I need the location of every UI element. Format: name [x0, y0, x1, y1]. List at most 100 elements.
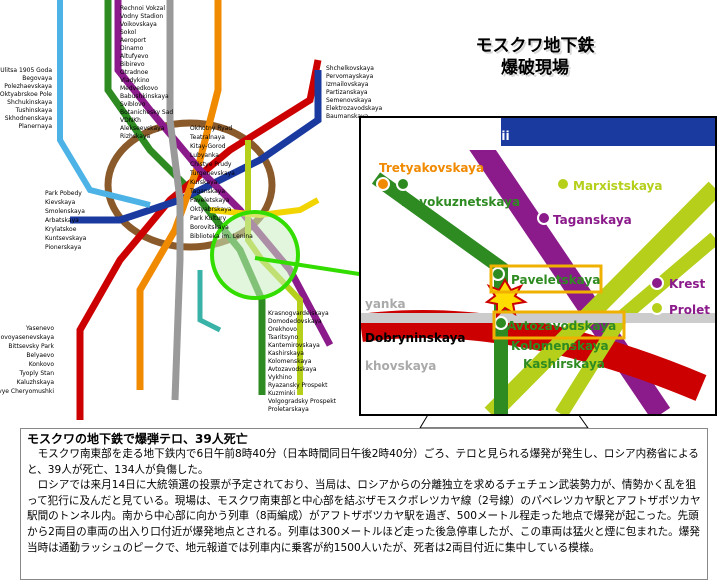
station-label: Oktyabrskoe Pole — [0, 91, 52, 98]
station-label: Voikovskaya — [120, 21, 157, 28]
station-label: Planernaya — [18, 123, 52, 130]
station-label: Kuzminki — [268, 390, 295, 397]
station-label: Novye Cheryomushki — [0, 388, 54, 395]
station-label: Elektrozavodskaya — [326, 105, 383, 112]
inset-zoom-map: Ploshchad Revolutsii Tretyakovskaya Novo… — [359, 116, 717, 416]
line-arbatsko-pokrovskaya — [70, 70, 322, 224]
station-label: Okhotny Ryad — [190, 125, 232, 132]
station-label: Teatralnaya — [189, 134, 225, 141]
station-label: Aeroport — [120, 37, 147, 44]
inset-white-band — [361, 118, 501, 150]
station-label: Kolomenskaya — [268, 358, 312, 365]
station-dot-paveletskaya — [491, 267, 505, 281]
title-line-1: モスクワ地下鉄 — [475, 36, 595, 56]
inset-lime-line — [484, 181, 715, 414]
station-label: Tsaritsyno — [267, 334, 298, 341]
line-serpukhovsko-timiryazevskaya — [166, 0, 184, 401]
inset-green-line — [371, 172, 508, 414]
station-dot-krest — [650, 276, 664, 290]
station-label: Proletarskaya — [268, 406, 309, 413]
title-line-2: 爆破現場 — [501, 58, 569, 78]
station-label: Partizanskaya — [326, 89, 368, 96]
station-label: Lubyanka — [190, 152, 219, 159]
station-label: Krylatskoe — [45, 226, 77, 233]
label-paveletskaya: Paveletskaya — [511, 273, 600, 287]
station-label: Shchukinskaya — [7, 99, 52, 106]
line-kalininskaya — [209, 197, 320, 219]
station-label: Altufyevo — [120, 53, 149, 60]
inset-map: Ploshchad Revolutsii Tretyakovskaya Novo… — [361, 118, 715, 414]
station-label: Skhodnenskaya — [5, 115, 53, 122]
label-prolet: Prolet — [669, 303, 710, 317]
station-label: Polezhaevskaya — [4, 83, 52, 90]
station-label: Pervomayskaya — [326, 73, 374, 80]
station-label: Kievskaya — [45, 199, 76, 206]
station-label: Vodny Stadion — [120, 13, 163, 20]
station-label: Botanichesky Sad — [120, 109, 173, 116]
station-label: Chistye Prudy — [190, 161, 232, 168]
station-label: Taganskaya — [189, 188, 225, 195]
article-headline: モスクワの地下鉄で爆弾テロ、39人死亡 — [27, 432, 248, 446]
station-label: Baumanskaya — [326, 113, 369, 120]
label-yanka: yanka — [365, 297, 406, 311]
station-label: Begovaya — [22, 75, 52, 82]
station-dot-prolet — [650, 301, 664, 315]
line-butovskaya — [197, 270, 222, 333]
station-label: Shchelkovskaya — [326, 65, 374, 72]
station-label: Bittsevsky Park — [8, 343, 54, 350]
label-krest: Krest — [669, 277, 705, 291]
label-ploshchad-revolutsii: Ploshchad Revolutsii — [369, 129, 510, 143]
circle-line — [104, 119, 276, 251]
station-label: Krasnogvardeiskaya — [268, 310, 329, 317]
station-label: Belyaevo — [26, 352, 54, 359]
station-label: VDNKh — [120, 117, 141, 124]
station-label: Ulitsa 1905 Goda — [0, 67, 52, 74]
station-label: Rizhskaya — [120, 133, 151, 140]
station-dot-avtozavodskaya — [494, 316, 508, 330]
station-dot-taganskaya — [537, 211, 551, 225]
label-taganskaya: Taganskaya — [553, 213, 632, 227]
avtozavodskaya-box — [492, 310, 626, 340]
title-box: モスクワ地下鉄 爆破現場 — [455, 28, 615, 86]
label-tretyakovskaya: Tretyakovskaya — [379, 161, 484, 175]
label-avtozavodskaya: Avtozavodskaya — [507, 319, 616, 333]
label-marxistskaya: Marxistskaya — [573, 179, 662, 193]
station-label: Sviblovo — [120, 101, 146, 108]
station-label: Biblioteka im. Lenina — [190, 233, 253, 240]
inset-red-line — [361, 310, 707, 401]
station-label: Pionerskaya — [45, 244, 82, 251]
station-label: Medvedkovo — [120, 85, 158, 92]
station-label: Borovitskaya — [190, 224, 229, 231]
station-label: Novoyasenevskaya — [0, 334, 54, 341]
article-paragraph-1: モスクワ南東部を走る地下鉄内で6日午前8時40分（日本時間同日午後2時40分）ご… — [27, 448, 699, 476]
station-label: Volgogradsky Prospekt — [268, 398, 337, 405]
station-dot-tretyakovskaya — [376, 177, 390, 191]
label-kolomenskaya: Kolomenskaya — [511, 339, 609, 353]
station-label: Yasenevo — [25, 325, 54, 332]
station-label: Kaluzhskaya — [17, 379, 55, 386]
article-body: モスクワ南東部を走る地下鉄内で6日午前8時40分（日本時間同日午後2時40分）ご… — [27, 447, 701, 556]
station-label: Vykhino — [268, 374, 292, 381]
station-label: Park Pobedy — [45, 190, 82, 197]
line-zamoskvoretskaya — [104, 0, 266, 395]
station-label: Avtozavodskaya — [268, 366, 317, 373]
label-kashirskaya: Kashirskaya — [523, 357, 605, 371]
paveletskaya-box — [489, 264, 603, 294]
station-label: Kurskaya — [190, 179, 218, 186]
label-khovskaya: khovskaya — [365, 359, 436, 373]
station-label: Paveletskaya — [190, 197, 230, 204]
station-label: Semenovskaya — [326, 97, 372, 104]
station-dot-marxistskaya — [556, 177, 570, 191]
station-label: Izmailovskaya — [326, 81, 369, 88]
station-label: Kuntsevskaya — [45, 235, 87, 242]
line-filevskaya — [57, 0, 151, 208]
station-label: Alekseevskaya — [120, 125, 165, 132]
highlight-circle — [210, 210, 300, 300]
station-label: Ryazansky Prospekt — [268, 382, 328, 389]
station-label: Tushinskaya — [15, 107, 53, 114]
station-label: Kashirskaya — [268, 350, 304, 357]
station-label: Dinamo — [120, 45, 144, 52]
station-label: Babushkinskaya — [120, 93, 169, 100]
station-label: Arbatskaya — [45, 217, 79, 224]
